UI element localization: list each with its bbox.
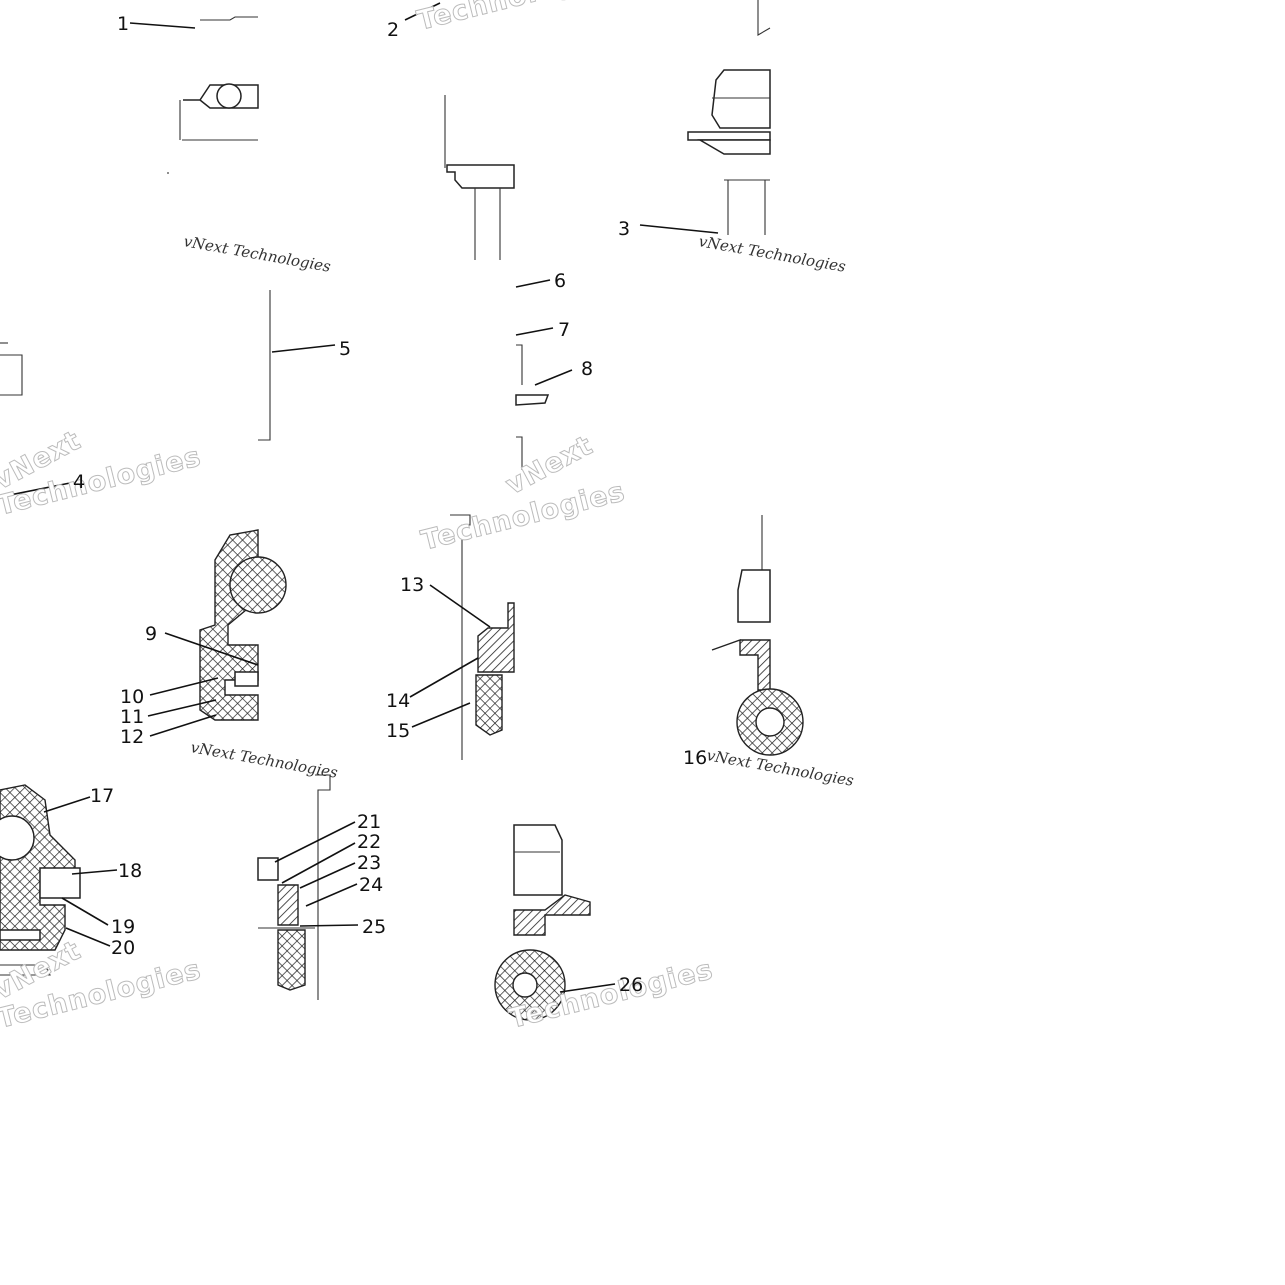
callout-10: 10 [120, 686, 144, 708]
callout-13: 13 [400, 574, 424, 596]
callout-5: 5 [339, 338, 351, 360]
tile-top-mid [444, 95, 515, 260]
callout-16: 16 [683, 747, 707, 769]
tile-top-left [167, 16, 259, 174]
watermark-caption: vNext Technologies [189, 738, 339, 782]
callout-21: 21 [357, 811, 381, 833]
callout-26: 26 [619, 974, 643, 996]
callout-24: 24 [359, 874, 383, 896]
callout-9: 9 [145, 623, 157, 645]
tile-mid-left [0, 290, 271, 441]
callout-19: 19 [111, 916, 135, 938]
callout-11: 11 [120, 706, 144, 728]
watermark-caption: vNext Technologies [182, 232, 332, 276]
tile-section-bottom-left [0, 784, 81, 976]
callout-labels: 1 2 3 4 5 6 7 8 9 10 11 12 13 14 15 16 1… [73, 13, 707, 996]
tile-mid-mid [515, 344, 550, 470]
callout-12: 12 [120, 726, 144, 748]
tile-top-right [687, 0, 771, 235]
callout-14: 14 [386, 690, 410, 712]
callout-4: 4 [73, 471, 85, 493]
callout-8: 8 [581, 358, 593, 380]
callout-17: 17 [90, 785, 114, 807]
callout-18: 18 [118, 860, 142, 882]
watermark-caption: vNext Technologies [697, 232, 847, 276]
callout-25: 25 [362, 916, 386, 938]
tile-section-left [199, 529, 287, 721]
tile-section-mid [450, 514, 515, 760]
callout-7: 7 [558, 319, 570, 341]
leader-lines [0, 2, 719, 993]
callout-23: 23 [357, 852, 381, 874]
tile-section-right [711, 515, 804, 756]
callout-6: 6 [554, 270, 566, 292]
callout-22: 22 [357, 831, 381, 853]
callout-20: 20 [111, 937, 135, 959]
callout-15: 15 [386, 720, 410, 742]
callout-1: 1 [117, 13, 129, 35]
callout-2: 2 [387, 19, 399, 41]
tile-section-bottom-mid [257, 774, 331, 1000]
callout-3: 3 [618, 218, 630, 240]
tile-section-bottom-right [494, 824, 591, 1021]
watermark-word: Technologies [414, 0, 624, 37]
